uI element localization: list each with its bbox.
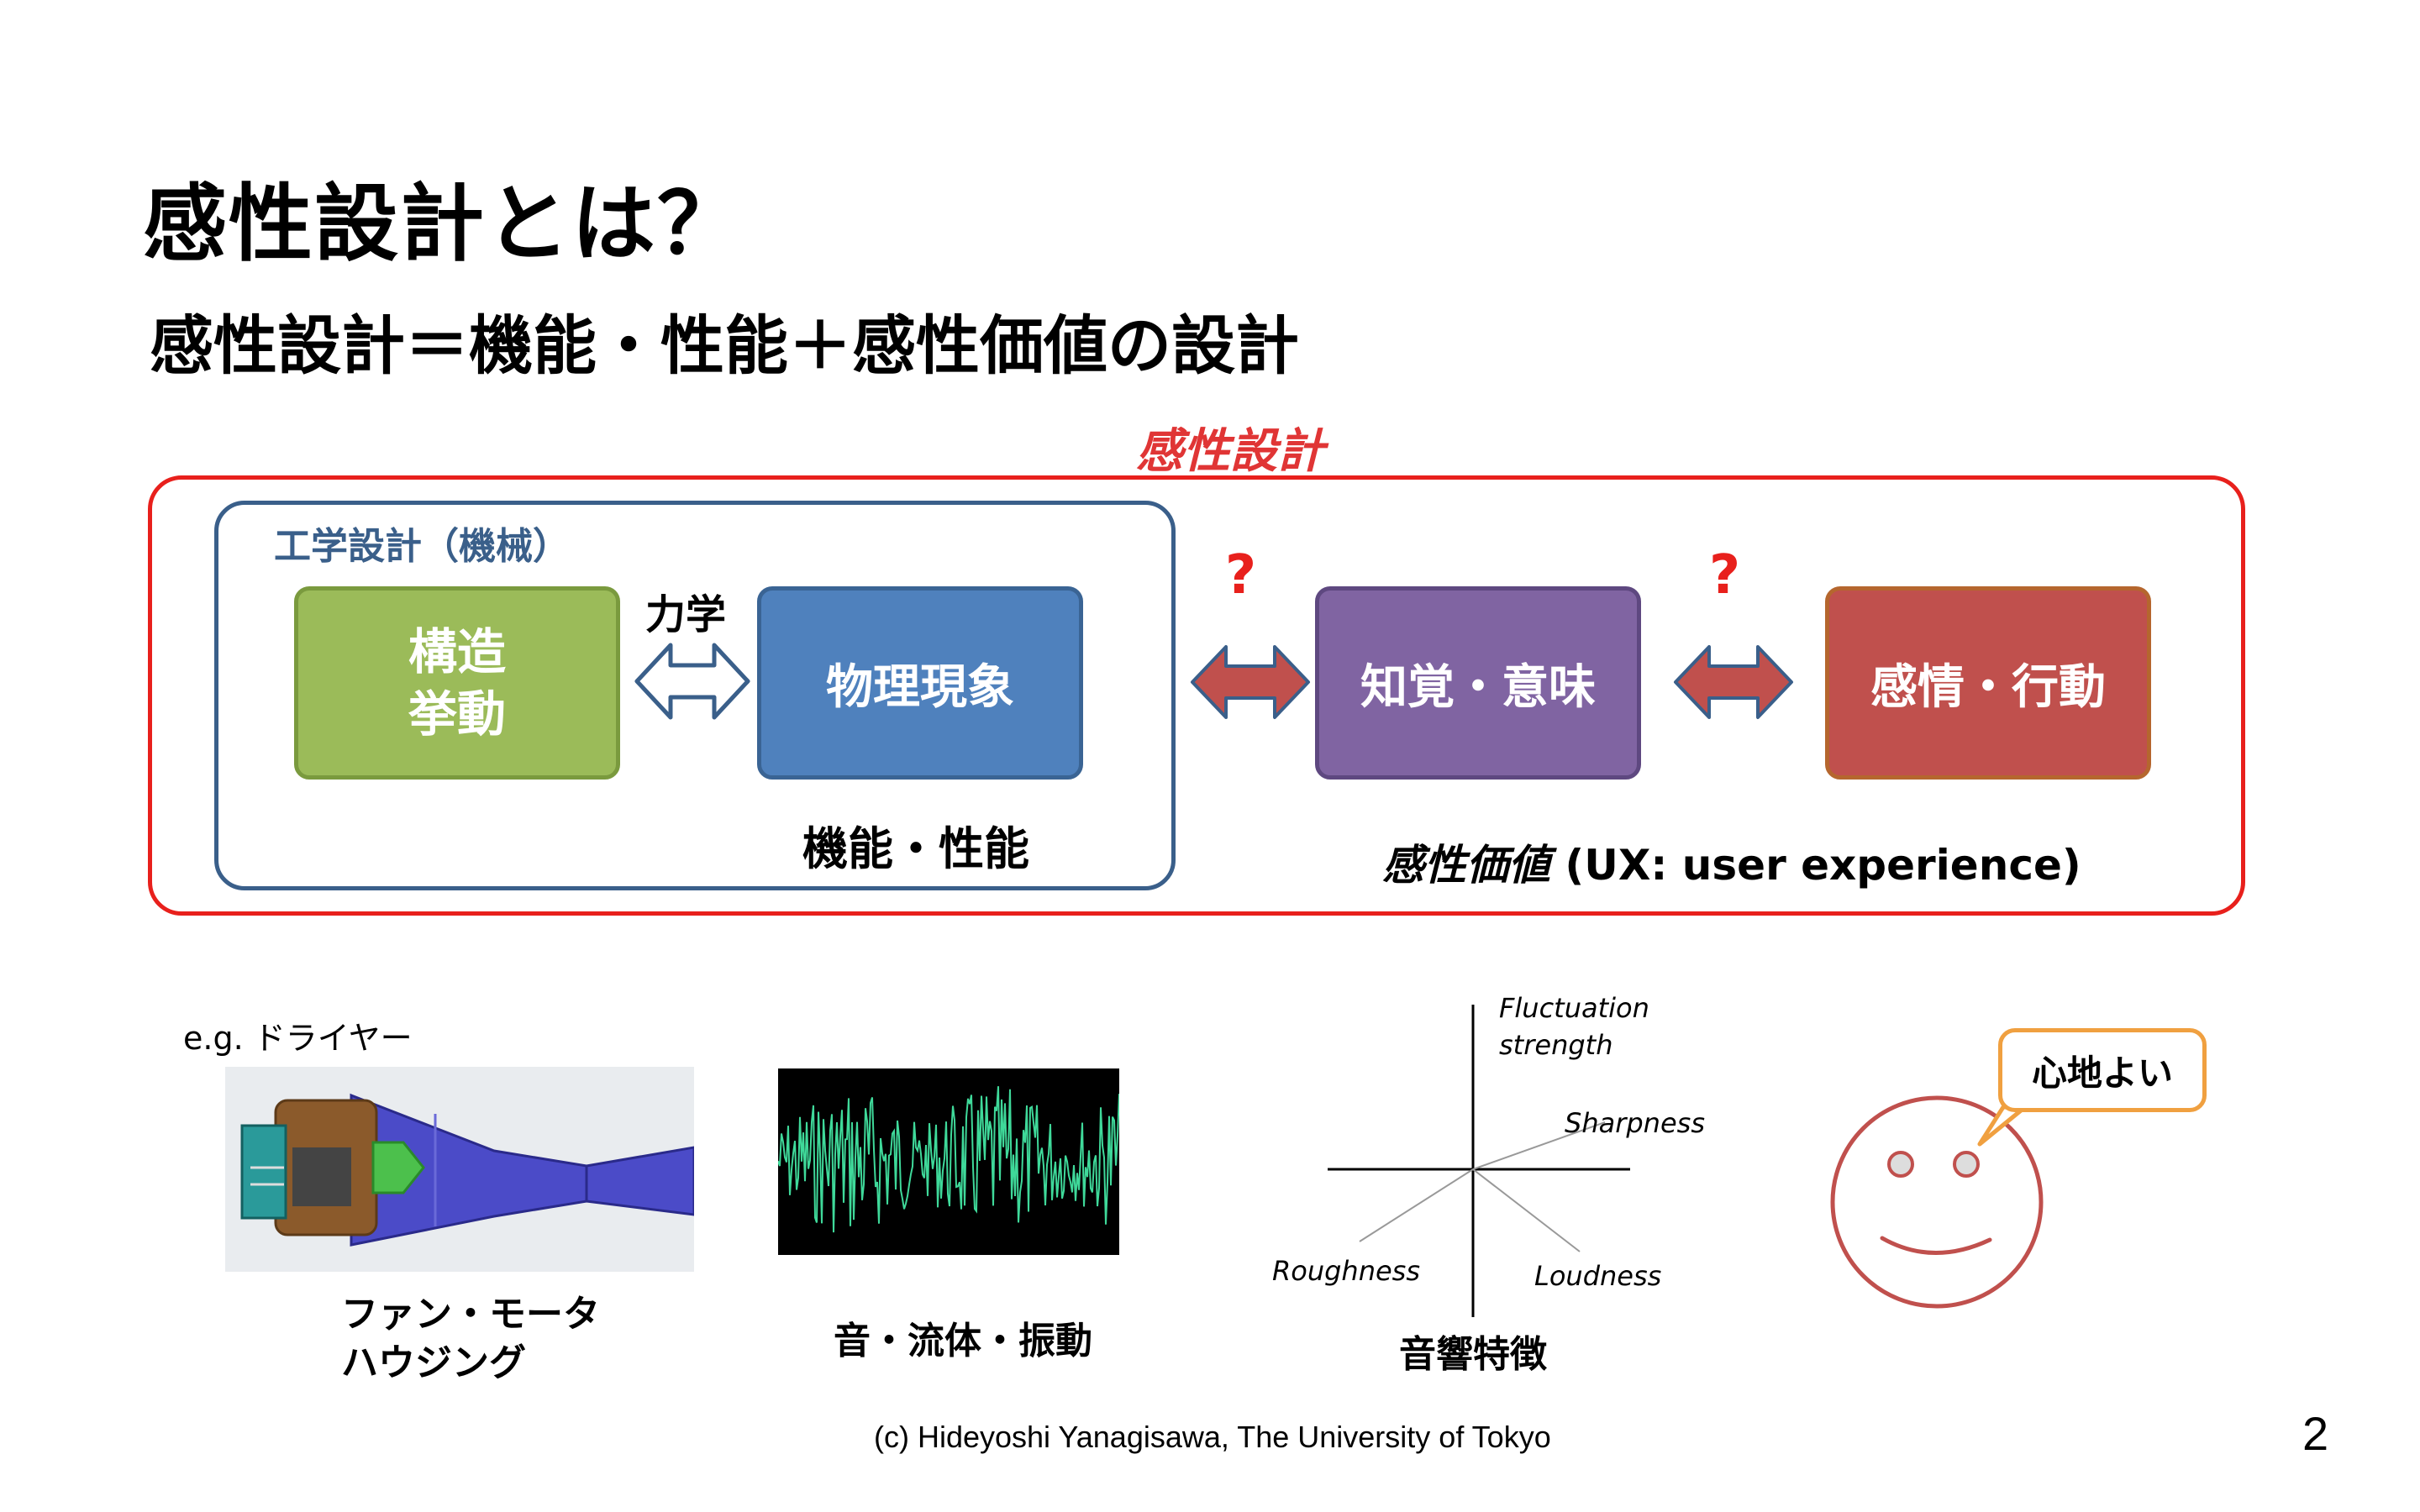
slide-subtitle: 感性設計＝機能・性能＋感性価値の設計 (150, 308, 1299, 383)
engineering-design-frame (214, 501, 1176, 890)
fan-motor-caption: ファン・モータ ハウジング (341, 1290, 600, 1388)
function-performance-label: 機能・性能 (802, 822, 1029, 875)
mechanics-label: 力学 (645, 591, 727, 638)
emotion-behavior-label: 感情・行動 (1870, 659, 2106, 715)
emotion-behavior-box: 感情・行動 (1825, 586, 2151, 780)
structure-behavior-box: 構造 挙動 (294, 586, 620, 780)
ux-description: (UX: user experience) (1550, 841, 2081, 890)
waveform-image (778, 1068, 1119, 1255)
example-label: e.g. ドライヤー (183, 1020, 413, 1057)
structure-label: 構造 (408, 623, 506, 680)
roughness-axis-label: Roughness (1272, 1255, 1420, 1287)
acoustic-feature-axes (1328, 1005, 1630, 1317)
smiley-face-icon (1830, 1095, 2044, 1309)
page-number: 2 (2302, 1407, 2329, 1460)
kansei-value-italic: 感性価値 (1382, 841, 1550, 890)
comfortable-label: 心地よい (2031, 1052, 2173, 1094)
sound-fluid-vibration-caption: 音・流体・振動 (834, 1320, 1092, 1362)
physical-phenomena-label: 物理現象 (826, 659, 1014, 715)
kansei-design-label: 感性設計 (1136, 424, 1324, 479)
double-arrow-red-icon (1191, 645, 1310, 719)
kansei-value-label: 感性価値 (UX: user experience) (1382, 832, 2081, 892)
question-mark-2: ? (1709, 544, 1741, 606)
copyright-footer: (c) Hideyoshi Yanagisawa, The University… (874, 1420, 1551, 1454)
double-arrow-red-icon (1674, 645, 1793, 719)
kansei-design-frame (148, 475, 2245, 916)
perception-meaning-box: 知覚・意味 (1315, 586, 1641, 780)
fluctuation-axis-label: Fluctuation strength (1499, 990, 1649, 1063)
physical-phenomena-box: 物理現象 (757, 586, 1083, 780)
speech-bubble: 心地よい (1998, 1028, 2207, 1112)
dryer-cad-image (225, 1067, 694, 1272)
loudness-axis-label: Loudness (1534, 1260, 1662, 1292)
acoustic-features-caption: 音響特徴 (1399, 1333, 1547, 1376)
fan-motor-line1: ファン・モータ (341, 1293, 600, 1336)
question-mark-1: ? (1225, 544, 1257, 606)
sharpness-axis-label: Sharpness (1565, 1107, 1705, 1139)
double-arrow-outline-icon (634, 643, 750, 720)
behavior-label: 挙動 (408, 685, 506, 743)
fluctuation-line2: strength (1499, 1029, 1613, 1061)
perception-meaning-label: 知覚・意味 (1360, 659, 1596, 715)
fluctuation-line1: Fluctuation (1499, 992, 1649, 1024)
engineering-design-label: 工学設計（機械） (274, 525, 570, 568)
fan-motor-line2: ハウジング (341, 1341, 526, 1384)
slide-title: 感性設計とは？ (143, 175, 743, 273)
